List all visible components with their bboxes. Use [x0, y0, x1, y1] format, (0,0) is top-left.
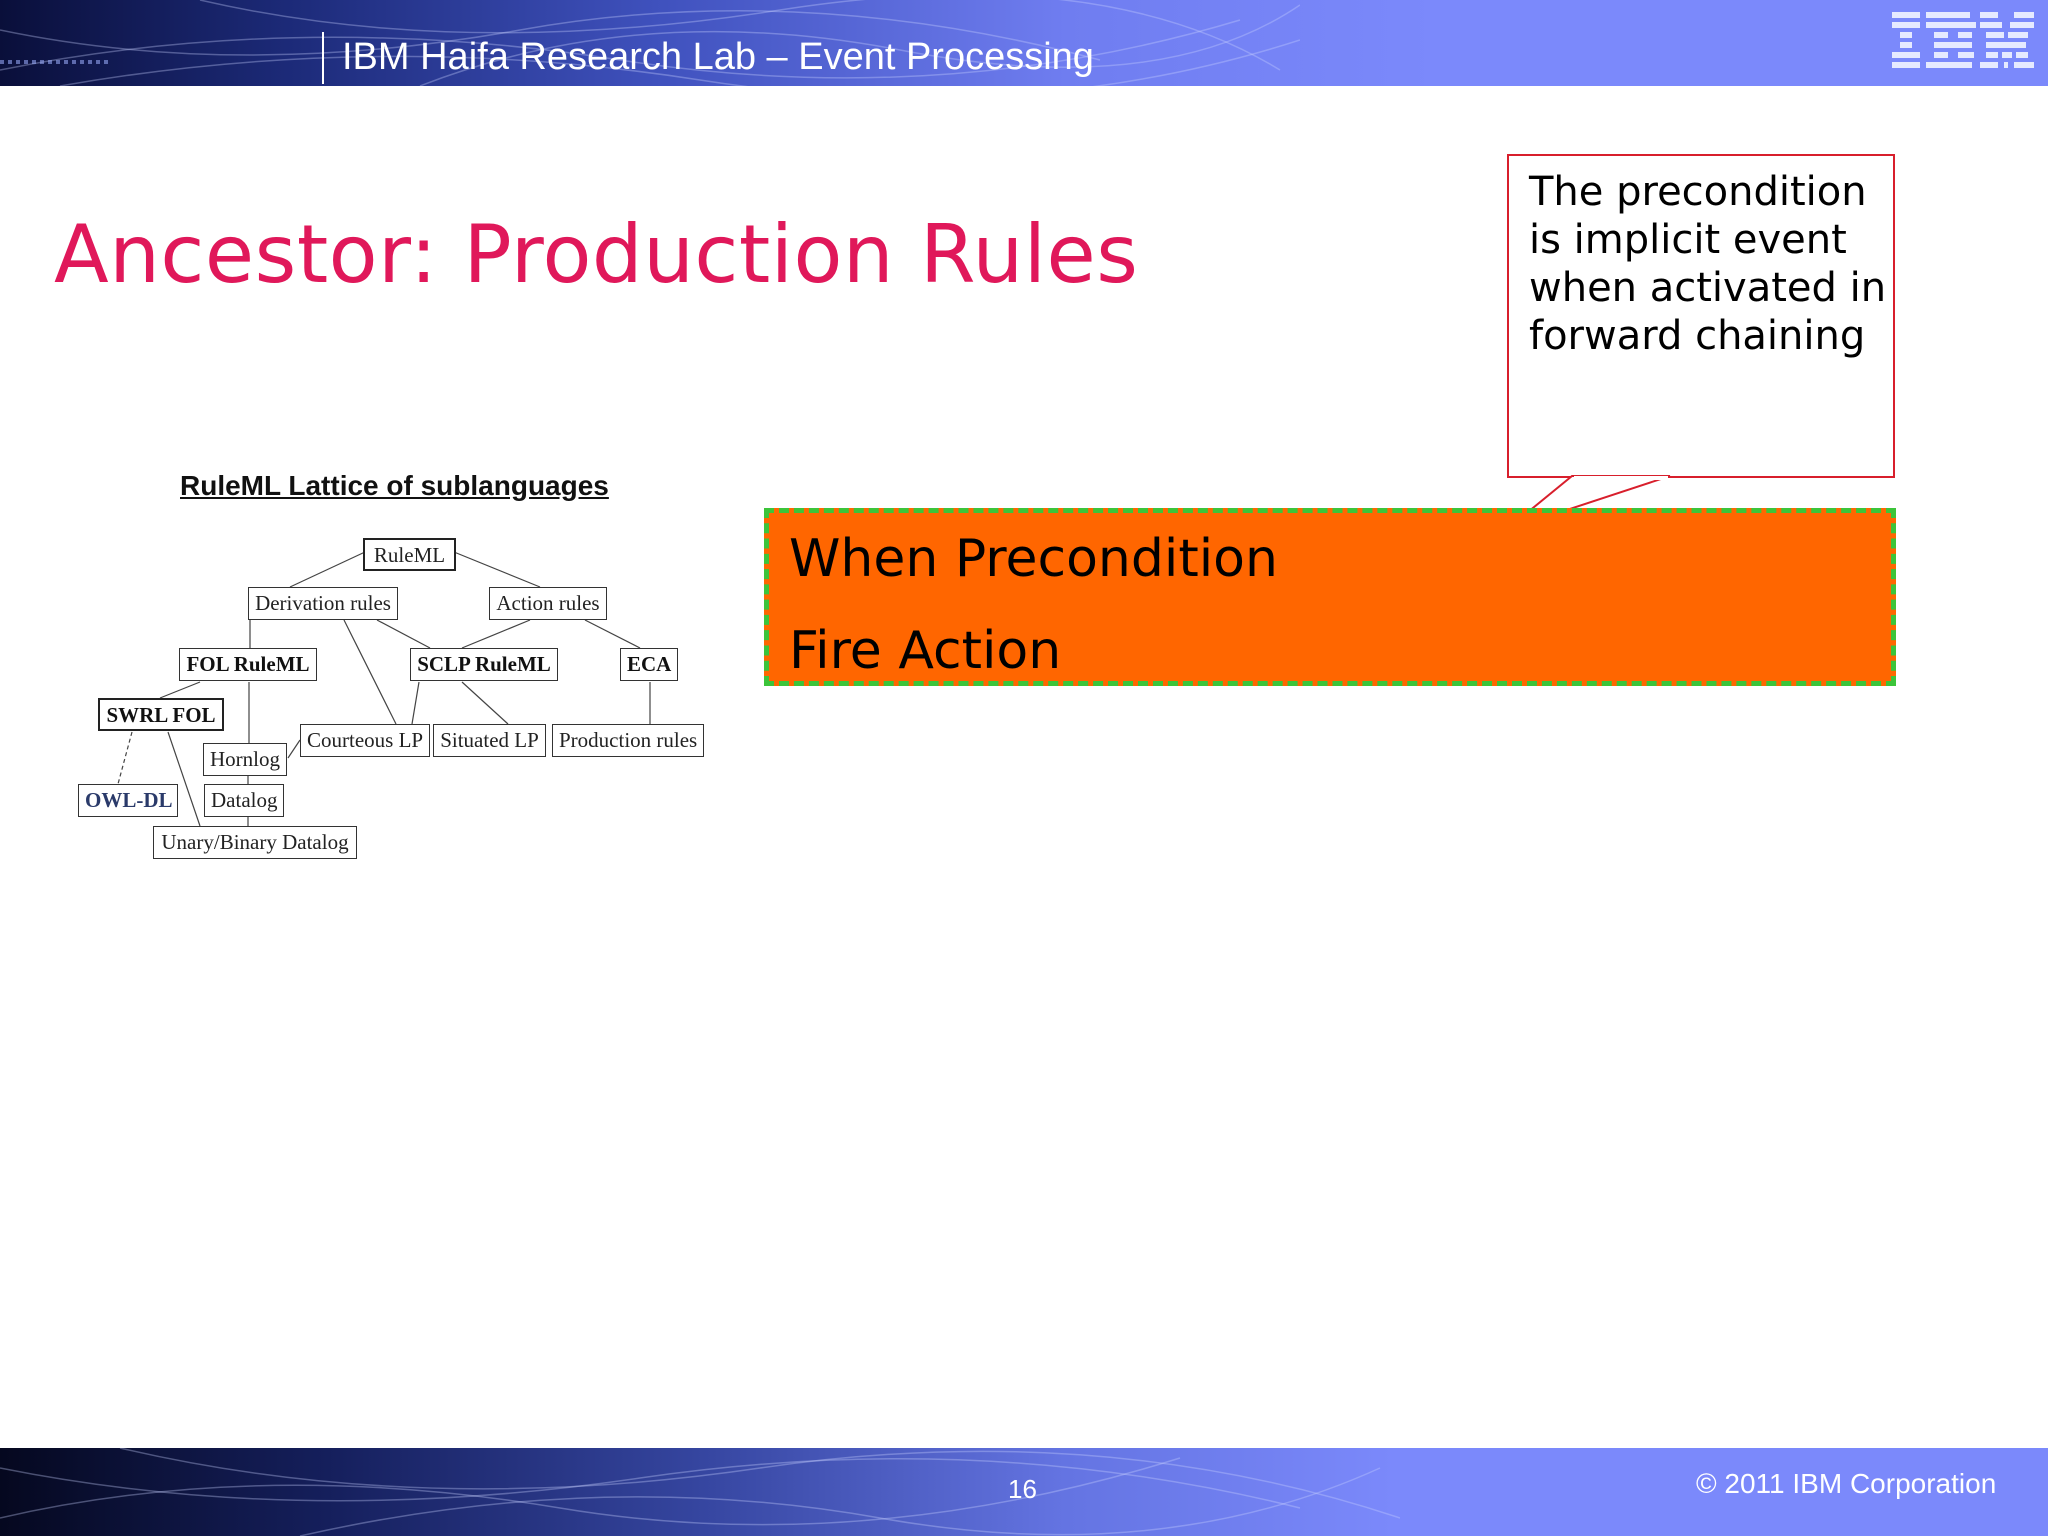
- lattice-node-situated-lp: Situated LP: [433, 724, 546, 757]
- lattice-node-swrl-fol: SWRL FOL: [98, 698, 224, 731]
- header-decoration: [0, 0, 1300, 86]
- page-number: 16: [1008, 1474, 1037, 1504]
- lattice-node-owl-dl: OWL-DL: [78, 784, 178, 817]
- footer-band: [0, 1448, 2048, 1536]
- ibm-logo: [1892, 12, 2034, 68]
- lattice-node-sclp-ruleml: SCLP RuleML: [410, 648, 558, 681]
- rule-action-text: Fire Action: [789, 621, 1062, 681]
- lattice-node-datalog: Datalog: [204, 784, 284, 817]
- lattice-node-derivation-rules: Derivation rules: [248, 587, 398, 620]
- lattice-node-hornlog: Hornlog: [203, 743, 287, 776]
- lattice-node-eca: ECA: [620, 648, 678, 681]
- slide-title: Ancestor: Production Rules: [54, 208, 1139, 301]
- lattice-caption: RuleML Lattice of sublanguages: [180, 470, 609, 501]
- copyright-notice: © 2011 IBM Corporation: [1696, 1468, 1997, 1499]
- lattice-node-ruleml: RuleML: [363, 538, 456, 571]
- lattice-node-courteous-lp: Courteous LP: [300, 724, 430, 757]
- rule-condition-text: When Precondition: [789, 529, 1278, 589]
- production-rule-box: When Precondition Fire Action: [764, 508, 1896, 686]
- header-divider: [322, 32, 324, 84]
- lattice-node-unary-binary-datalog: Unary/Binary Datalog: [153, 826, 357, 859]
- lattice-connectors: [117, 551, 651, 827]
- callout-text: The precondition is implicit event when …: [1529, 169, 1887, 359]
- header-band: IBM Haifa Research Lab – Event Processin…: [0, 0, 2048, 86]
- footer-decoration: [0, 1448, 1400, 1536]
- lattice-node-action-rules: Action rules: [489, 587, 607, 620]
- header-title: IBM Haifa Research Lab – Event Processin…: [342, 36, 1094, 78]
- lattice-node-fol-ruleml: FOL RuleML: [179, 648, 317, 681]
- lattice-node-production-rules: Production rules: [552, 724, 704, 757]
- callout-box: The precondition is implicit event when …: [1507, 154, 1895, 478]
